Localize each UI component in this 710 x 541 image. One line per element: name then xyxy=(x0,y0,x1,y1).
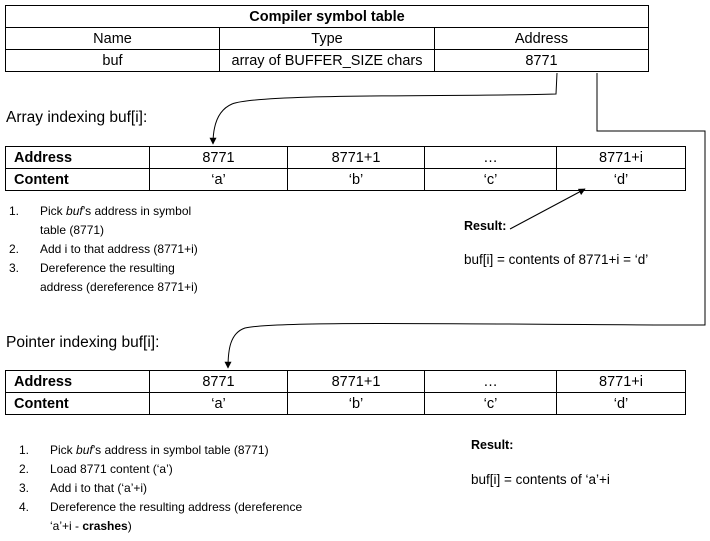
array-address-cell: … xyxy=(424,146,557,169)
step-number: 1. xyxy=(9,204,20,218)
step-number: 2. xyxy=(9,242,20,256)
pointer-memory-table: Address 8771 8771+1 … 8771+i Content ‘a’… xyxy=(5,370,686,415)
step-text: Dereference the resulting address (deref… xyxy=(40,261,198,294)
step-bold: crashes xyxy=(82,519,128,533)
step-text: ’s address in symbol table (8771) xyxy=(92,443,269,457)
step-text: ’s address in symbol table (8771) xyxy=(40,204,192,237)
list-item: 3. Add i to that (‘a’+i) xyxy=(19,479,309,498)
step-text: Pick xyxy=(40,204,67,218)
step-emphasis: buf xyxy=(66,204,83,218)
pointer-address-cell: 8771+i xyxy=(556,370,686,393)
array-content-cell: ‘d’ xyxy=(556,168,686,191)
pointer-section-title: Pointer indexing buf[i]: xyxy=(6,334,160,351)
step-text: Add i to that (‘a’+i) xyxy=(50,481,148,495)
list-item: 1. Pick buf’s address in symbol table (8… xyxy=(9,202,209,240)
step-text: Load 8771 content (‘a’) xyxy=(50,462,173,476)
list-item: 2. Load 8771 content (‘a’) xyxy=(19,460,309,479)
pointer-content-label: Content xyxy=(5,392,150,415)
pointer-address-cell: … xyxy=(424,370,557,393)
step-number: 2. xyxy=(19,462,30,476)
pointer-result-label: Result: xyxy=(471,438,514,452)
symbol-table-header-type: Type xyxy=(219,27,435,50)
list-item: 4. Dereference the resulting address (de… xyxy=(19,498,309,536)
step-text: Dereference the resulting address (deref… xyxy=(50,500,303,533)
step-number: 3. xyxy=(9,261,20,275)
symbol-table-cell-name: buf xyxy=(5,49,220,72)
step-number: 1. xyxy=(19,443,30,457)
array-result-text: buf[i] = contents of 8771+i = ‘d’ xyxy=(464,252,649,267)
step-number: 4. xyxy=(19,500,30,514)
step-text: Pick xyxy=(50,443,77,457)
list-item: 1. Pick buf’s address in symbol table (8… xyxy=(19,441,309,460)
array-result-arrow xyxy=(509,188,586,230)
pointer-address-cell: 8771 xyxy=(149,370,288,393)
pointer-address-cell: 8771+1 xyxy=(287,370,425,393)
array-lookup-arrow xyxy=(209,72,558,145)
pointer-result-text: buf[i] = contents of ‘a’+i xyxy=(471,472,610,487)
array-address-cell: 8771+i xyxy=(556,146,686,169)
step-text: Add i to that address (8771+i) xyxy=(40,242,198,256)
array-address-cell: 8771 xyxy=(149,146,288,169)
symbol-table-cell-type: array of BUFFER_SIZE chars xyxy=(219,49,435,72)
list-item: 3. Dereference the resulting address (de… xyxy=(9,259,209,297)
array-memory-table: Address 8771 8771+1 … 8771+i Content ‘a’… xyxy=(5,146,686,191)
step-emphasis: buf xyxy=(76,443,93,457)
list-item: 2. Add i to that address (8771+i) xyxy=(9,240,209,259)
array-steps-list: 1. Pick buf’s address in symbol table (8… xyxy=(9,202,209,297)
array-result-label: Result: xyxy=(464,219,507,233)
pointer-content-cell: ‘a’ xyxy=(149,392,288,415)
array-section-title: Array indexing buf[i]: xyxy=(6,109,148,126)
array-content-cell: ‘c’ xyxy=(424,168,557,191)
pointer-address-label: Address xyxy=(5,370,150,393)
array-content-cell: ‘a’ xyxy=(149,168,288,191)
symbol-table-header-address: Address xyxy=(434,27,649,50)
array-address-row: Address 8771 8771+1 … 8771+i xyxy=(5,146,686,169)
pointer-content-row: Content ‘a’ ‘b’ ‘c’ ‘d’ xyxy=(5,392,686,415)
array-content-cell: ‘b’ xyxy=(287,168,425,191)
pointer-steps-list: 1. Pick buf’s address in symbol table (8… xyxy=(19,441,309,536)
pointer-content-cell: ‘b’ xyxy=(287,392,425,415)
pointer-address-row: Address 8771 8771+1 … 8771+i xyxy=(5,370,686,393)
array-content-row: Content ‘a’ ‘b’ ‘c’ ‘d’ xyxy=(5,168,686,191)
pointer-content-cell: ‘d’ xyxy=(556,392,686,415)
array-content-label: Content xyxy=(5,168,150,191)
symbol-table-header-name: Name xyxy=(5,27,220,50)
symbol-table-cell-address: 8771 xyxy=(434,49,649,72)
step-number: 3. xyxy=(19,481,30,495)
symbol-table-title: Compiler symbol table xyxy=(5,5,649,28)
array-address-cell: 8771+1 xyxy=(287,146,425,169)
step-text: ) xyxy=(127,519,132,533)
pointer-content-cell: ‘c’ xyxy=(424,392,557,415)
array-address-label: Address xyxy=(5,146,150,169)
symbol-table: Compiler symbol table Name Type Address … xyxy=(5,5,649,72)
